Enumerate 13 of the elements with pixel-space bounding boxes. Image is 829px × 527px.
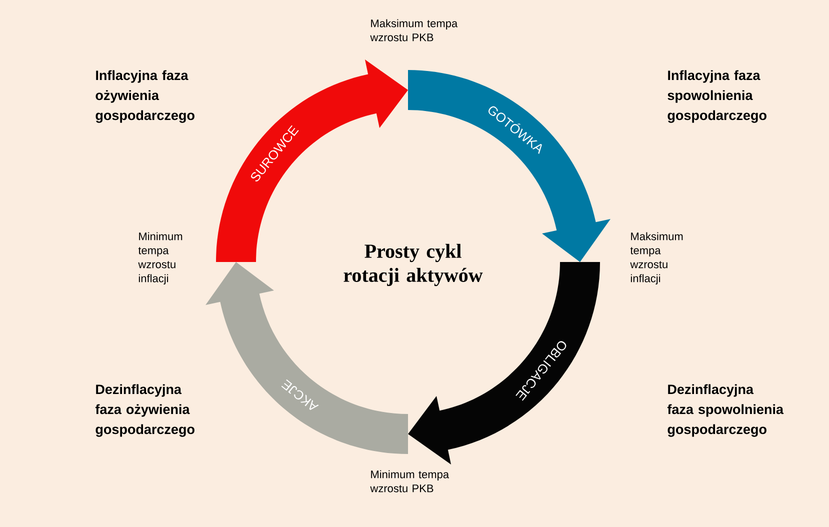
cycle-point-label: Minimum tempa wzrostu inflacji (138, 232, 182, 284)
curved-arrow (408, 70, 610, 262)
phase-label: Inflacyjna faza spowolnienia gospodarczego (668, 70, 766, 123)
cycle-point-label: Maksimum tempa wzrostu PKB (370, 19, 458, 42)
curved-arrow (216, 60, 408, 262)
phase-label: Inflacyjna faza ożywienia gospodarczego (96, 70, 194, 123)
cycle-point-label: Minimum tempa wzrostu PKB (370, 470, 450, 492)
curved-arrow (408, 262, 600, 464)
cycle-point-label: Maksimum tempa wzrostu inflacji (630, 232, 683, 284)
phase-label: Dezinflacyjna faza ożywienia gospodarczego (95, 384, 194, 437)
diagram-title: Prosty cykl rotacji aktywów (344, 244, 483, 286)
phase-label: Dezinflacyjna faza spowolnienia gospodarczego (667, 384, 784, 437)
curved-arrow (206, 262, 408, 454)
